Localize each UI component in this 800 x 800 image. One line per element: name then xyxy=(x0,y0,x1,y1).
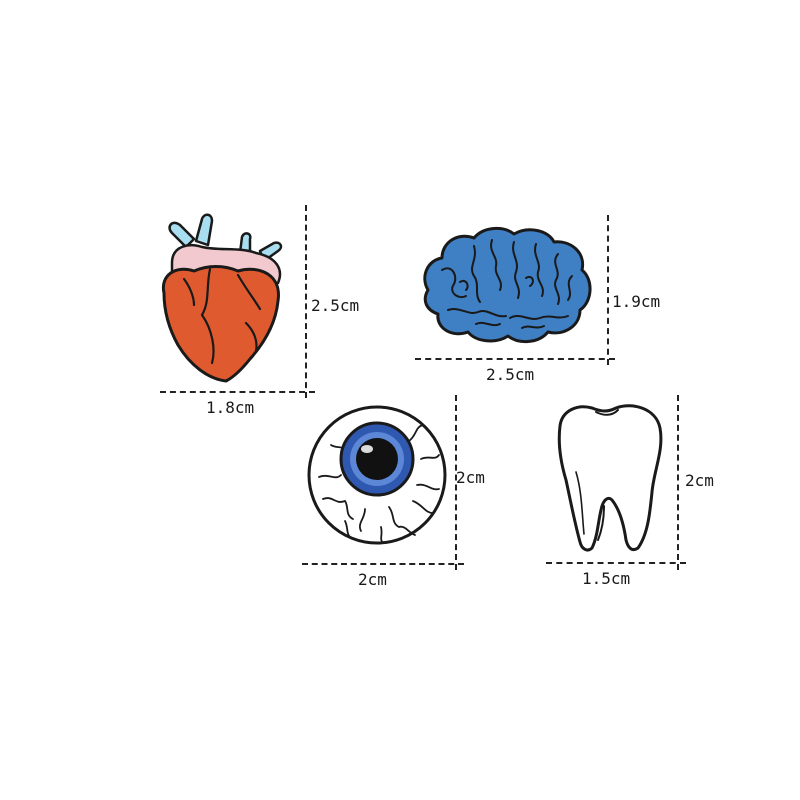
tooth-pin xyxy=(548,402,666,552)
brain-height-dashed-line xyxy=(607,215,609,365)
eye-width-dashed-line xyxy=(302,563,464,565)
brain-pin xyxy=(418,220,596,348)
brain-width-label: 2.5cm xyxy=(486,365,535,384)
tooth-height-dashed-line xyxy=(677,395,679,570)
eye-height-dashed-line xyxy=(455,395,457,570)
heart-organ-icon xyxy=(161,213,283,383)
tooth-width-dashed-line xyxy=(546,562,686,564)
eye-pin xyxy=(305,403,449,547)
brain-height-label: 1.9cm xyxy=(612,292,661,311)
heart-pin xyxy=(150,205,300,390)
eye-height-label: 2cm xyxy=(456,468,485,487)
heart-height-label: 2.5cm xyxy=(311,296,360,315)
tooth-icon xyxy=(557,404,663,552)
eye-width-label: 2cm xyxy=(358,570,387,589)
heart-width-dashed-line xyxy=(160,391,315,393)
brain-icon xyxy=(423,227,592,343)
eyeball-icon xyxy=(307,405,447,545)
tooth-width-label: 1.5cm xyxy=(582,569,631,588)
tooth-height-label: 2cm xyxy=(685,471,714,490)
heart-height-dashed-line xyxy=(305,205,307,398)
heart-width-label: 1.8cm xyxy=(206,398,255,417)
brain-width-dashed-line xyxy=(415,358,615,360)
